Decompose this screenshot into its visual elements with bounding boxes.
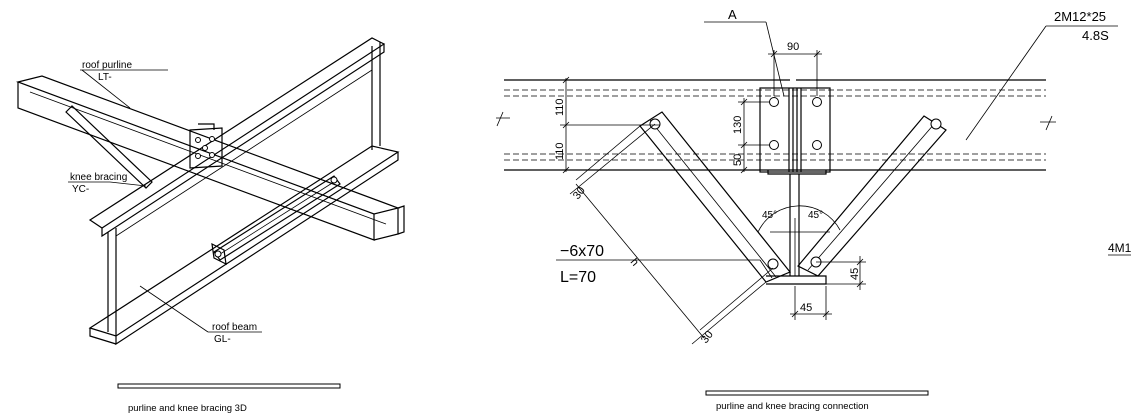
purline-cleat: [189, 123, 223, 169]
knee-bracing-upper: [65, 105, 153, 189]
plate-length: L=70: [560, 269, 596, 286]
dim-30-top-text: 30: [571, 185, 588, 202]
dim-90-text: 90: [787, 41, 799, 53]
caption-bar-right: [705, 390, 929, 396]
dim-45-bottom: 45: [790, 286, 832, 320]
knee-bracing-lower: [211, 175, 341, 266]
label-roof-purline: roof purline: [82, 60, 132, 71]
knee-bracing-members: [639, 111, 947, 283]
dim-130-text: 130: [732, 116, 744, 134]
caption-bar-left: [117, 383, 341, 389]
bolt-grade: 4.8S: [1082, 28, 1109, 43]
dim-45-right-text: 45: [849, 268, 861, 280]
dim-90: 90: [768, 41, 822, 96]
code-knee-bracing: YC-: [72, 184, 89, 195]
side-note: 4M1: [1108, 241, 1131, 255]
dim-110-bottom-text: 110: [554, 142, 566, 160]
dim-45-bottom-text: 45: [800, 302, 812, 314]
label-knee-bracing: knee bracing: [70, 172, 127, 183]
code-roof-purline: LT-: [98, 72, 112, 83]
dim-110-top-text: 110: [554, 98, 566, 116]
roof-purline: [15, 75, 405, 241]
dim-diagonal: 30 h 30: [569, 123, 774, 346]
bolt-spec: 2M12*25: [1054, 9, 1106, 24]
roof-beam: [88, 37, 400, 346]
plate-size: −6x70: [560, 243, 604, 260]
connection-detail: 90 A 2M12*25 4.8S 110 110 130 50: [496, 7, 1131, 412]
label-roof-beam: roof beam: [212, 322, 257, 333]
caption-right: purline and knee bracing connection: [716, 401, 869, 412]
code-roof-beam: GL-: [214, 334, 231, 345]
dim-45-right: 45: [816, 256, 866, 290]
dim-50-text: 50: [732, 154, 744, 166]
dim-h-text: h: [628, 256, 641, 268]
beam-web: [766, 174, 827, 285]
dim-110: 110 110: [554, 76, 660, 174]
label-A: A: [728, 7, 737, 22]
angle-right: 45°: [808, 210, 823, 221]
isometric-view: roof purline LT- knee bracing YC- roof b…: [15, 37, 405, 414]
cleat-plates: [759, 87, 831, 175]
purline-elevation: [496, 79, 1056, 171]
caption-left: purline and knee bracing 3D: [128, 403, 247, 414]
angle-left: 45°: [762, 210, 777, 221]
dim-30-bottom-text: 30: [699, 329, 716, 346]
dim-130-50: 130 50: [732, 98, 770, 174]
